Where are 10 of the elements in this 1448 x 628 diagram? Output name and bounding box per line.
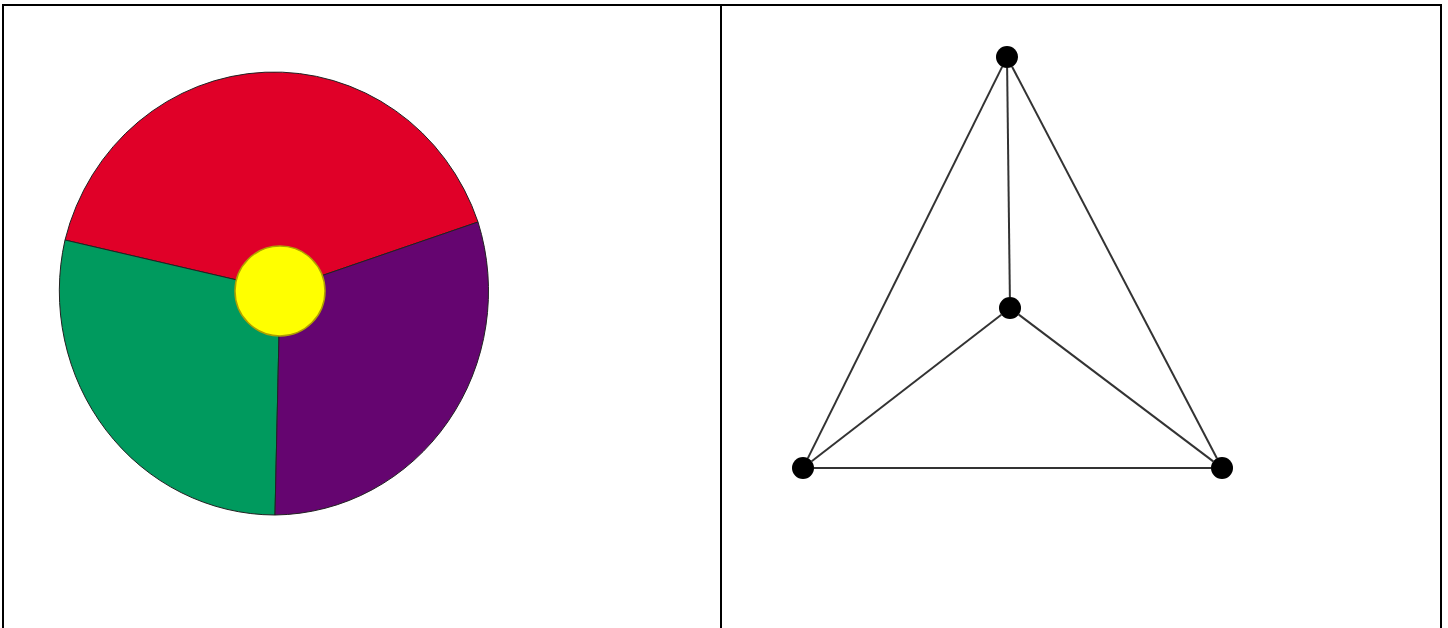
vertex-dot: [996, 46, 1018, 68]
vertex-dot: [792, 457, 814, 479]
edge-line: [1017, 313, 1215, 463]
edge-line: [1011, 65, 1218, 460]
edge-line: [810, 313, 1003, 463]
vertex-dot: [1211, 457, 1233, 479]
edge-line: [1006, 67, 1011, 298]
edge-line: [813, 467, 1212, 469]
edge-line: [806, 65, 1004, 460]
vertex-dot: [999, 297, 1021, 319]
